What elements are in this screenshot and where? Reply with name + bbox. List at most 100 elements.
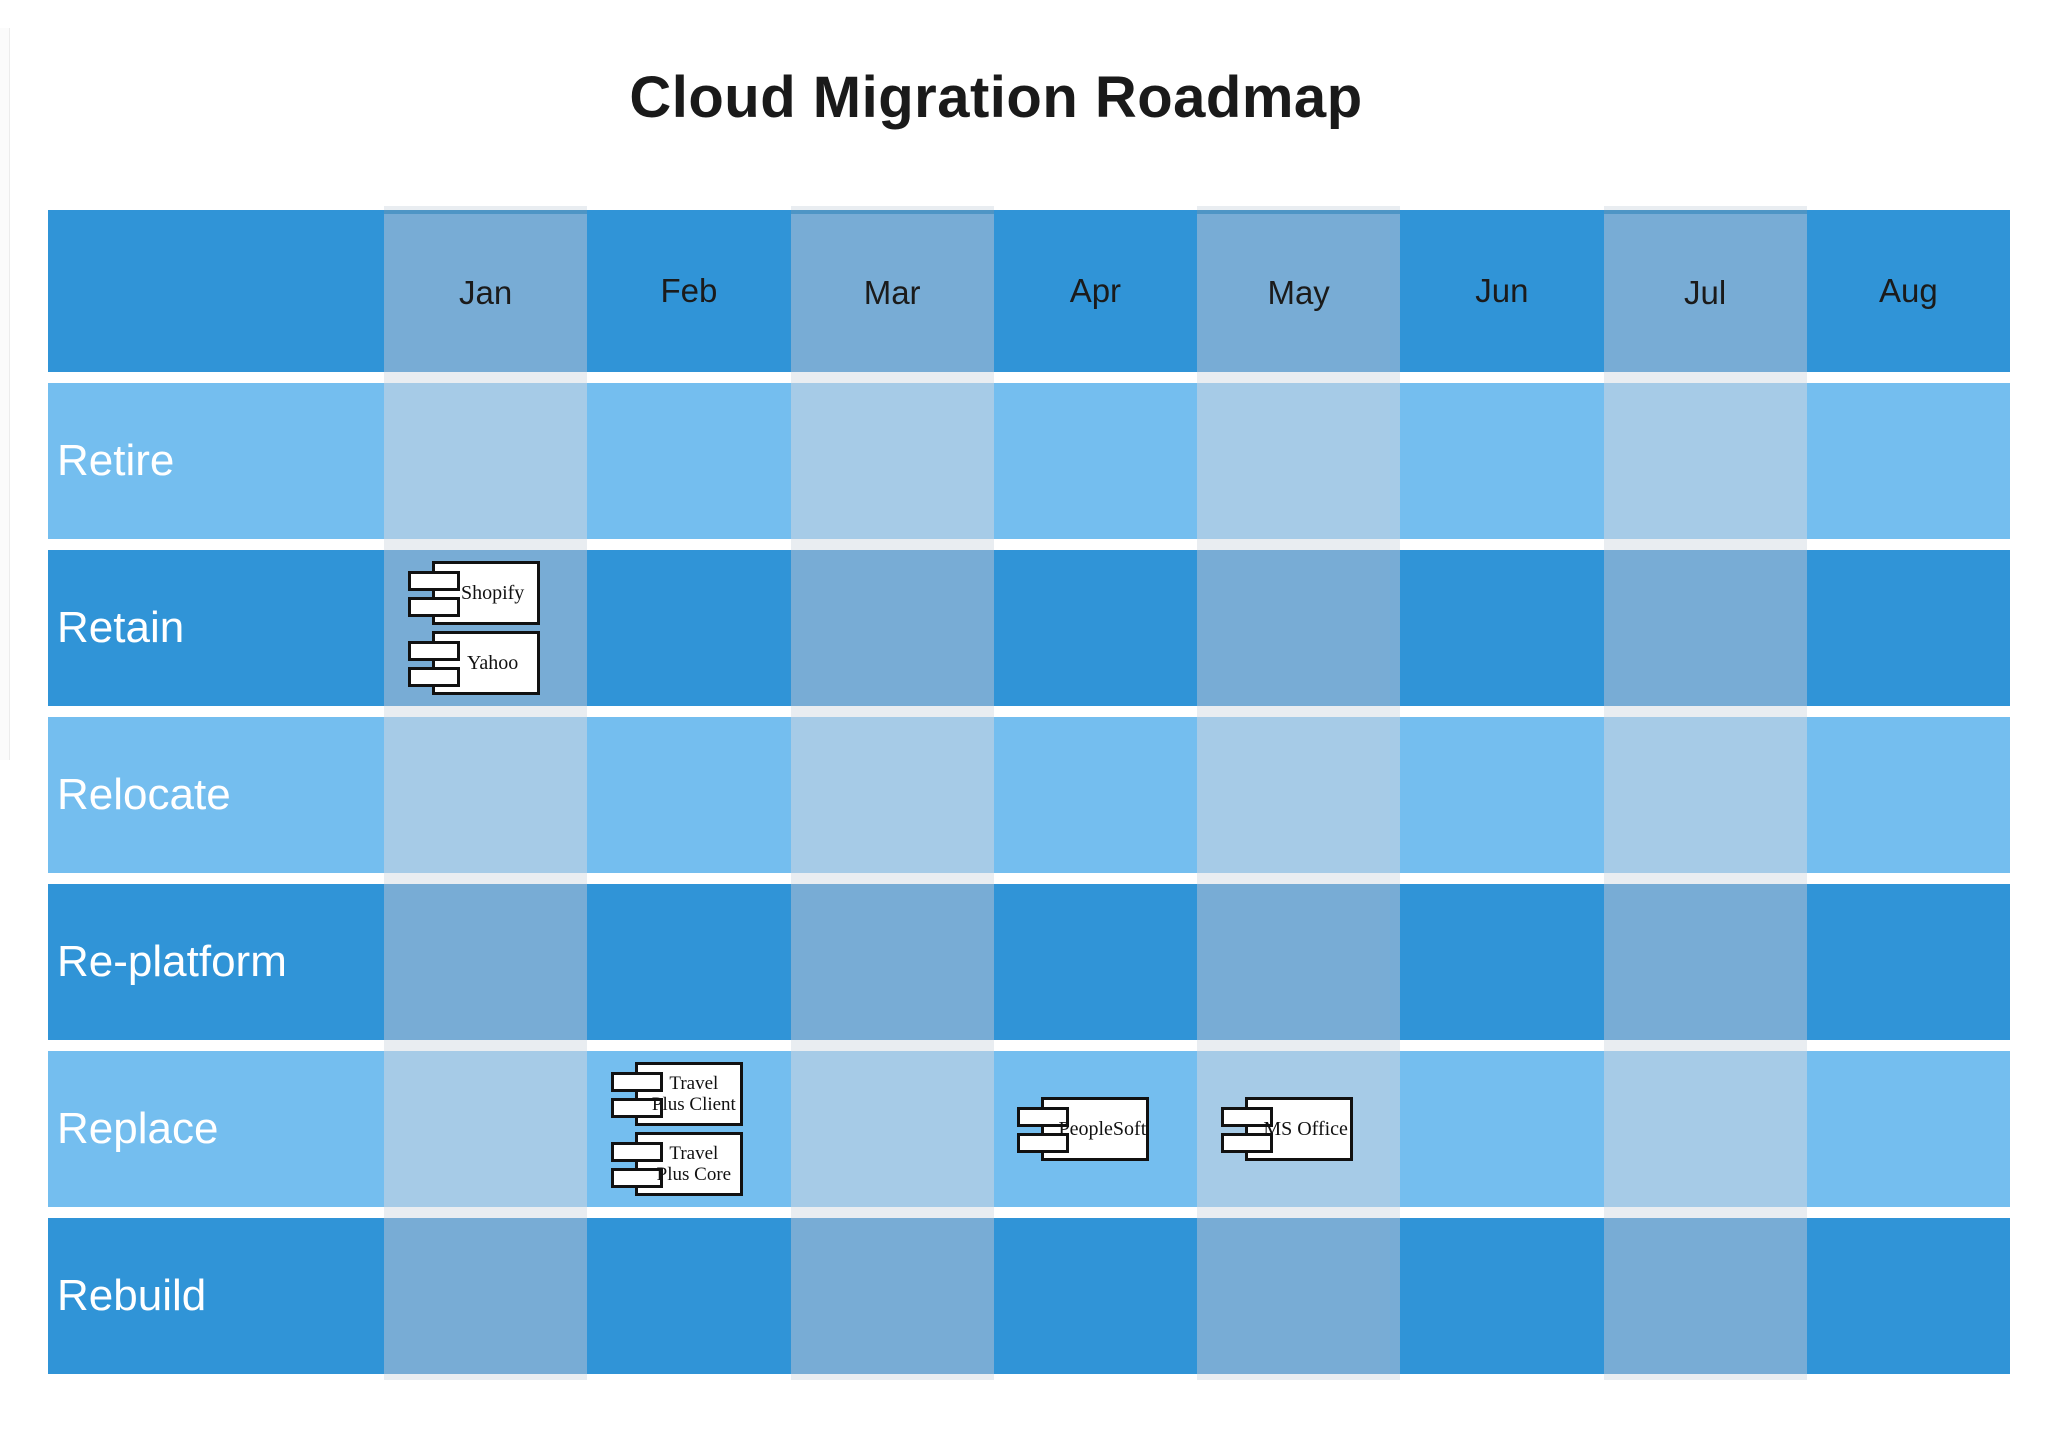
row-gap-segment-feb [587,539,791,550]
cell-replace-mar [790,1051,994,1207]
row-gap-segment [48,206,384,210]
component-shape-ms-office[interactable]: MS Office [1220,1097,1353,1161]
cell-relocate-feb [587,717,791,873]
month-header-label: Jan [459,274,513,311]
row-gap-segment-apr [993,1040,1197,1051]
row-gap-segment-jan [384,1040,588,1051]
row-label-cell-retire: Retire [48,383,384,539]
row-label: Retire [57,436,175,485]
month-header-label: Jul [1684,274,1727,311]
row-gap-segment-aug [1806,206,2010,210]
row-gap-segment-jan [384,206,588,210]
row-gap-segment-aug [1806,873,2010,884]
component-tab-icon [610,1098,663,1118]
component-tab-icon [407,597,460,617]
row-gap-segment-jun [1400,1040,1604,1051]
row-label: Replace [57,1104,219,1153]
row-gap-segment-aug [1806,1040,2010,1051]
component-tab-icon [610,1168,663,1188]
row-gap-segment-aug [1806,372,2010,383]
row-gap-segment-may [1197,706,1401,717]
component-label-line: PeopleSoft [1058,1118,1147,1140]
row-gap-segment-apr [993,206,1197,210]
month-header-label: Feb [660,272,718,309]
cell-retire-jun [1400,383,1604,539]
row-label-cell-relocate: Relocate [48,717,384,873]
row-gap-segment-jan [384,372,588,383]
column-band-top-strip [48,206,2010,210]
row-gap-segment-mar [790,1374,994,1380]
cell-rebuild-jan [384,1218,588,1374]
row-gap-segment-feb [587,873,791,884]
row-gap-segment-jul [1603,1040,1807,1051]
cell-retain-may [1197,550,1401,706]
row-gap [48,1040,2010,1051]
row-gap-segment-apr [993,372,1197,383]
component-label-line: Plus Client [651,1094,736,1115]
component-tab-icon [1017,1133,1070,1153]
row-gap-segment-jun [1400,706,1604,717]
row-gap-segment-jun [1400,372,1604,383]
row-gap-segment-jan [384,1374,588,1380]
component-tab-icon [407,641,460,661]
row-gap-segment-jun [1400,1374,1604,1380]
row-gap-segment [48,539,384,550]
row-gap-segment-jul [1603,1207,1807,1218]
row-gap-segment-aug [1806,706,2010,717]
component-label: PeopleSoft [1044,1118,1146,1140]
month-header-label: Apr [1069,272,1122,309]
row-label-cell-rebuild: Rebuild [48,1218,384,1374]
cell-replace-may: MS Office [1197,1051,1401,1207]
row-gap-segment-jul [1603,873,1807,884]
component-label-line: Plus Core [656,1164,732,1185]
row-gap [48,873,2010,884]
row-gap-segment [48,1207,384,1218]
row-gap [48,539,2010,550]
cell-relocate-mar [790,717,994,873]
cell-replace-aug [1806,1051,2010,1207]
row-gap-segment-feb [587,1040,791,1051]
cell-rebuild-apr [993,1218,1197,1374]
row-gap-segment-may [1197,206,1401,210]
component-tab-icon [407,571,460,591]
cell-retire-jul [1603,383,1807,539]
row-label: Relocate [57,770,231,819]
component-label: Yahoo [435,652,537,674]
month-header-jun: Jun [1400,210,1604,372]
row-gap-segment-may [1197,1040,1401,1051]
row-gap-segment [48,706,384,717]
component-shape-shopify[interactable]: Shopify [407,561,540,625]
component-tab-icon [610,1072,663,1092]
month-header-label: Mar [863,274,921,311]
row-label: Retain [57,603,185,652]
component-label: MS Office [1248,1118,1350,1140]
row-gap-segment-jul [1603,206,1807,210]
row-gap-segment-may [1197,873,1401,884]
row-gap-segment-jul [1603,706,1807,717]
row-label-cell-replace: Replace [48,1051,384,1207]
page-title: Cloud Migration Roadmap [629,65,1363,130]
month-header-jul: Jul [1603,210,1807,372]
component-shape-yahoo[interactable]: Yahoo [407,631,540,695]
component-shape-peoplesoft[interactable]: PeopleSoft [1017,1097,1150,1161]
row-gap [48,372,2010,383]
cell-rebuild-jun [1400,1218,1604,1374]
cell-re-platform-jul [1603,884,1807,1040]
cell-re-platform-may [1197,884,1401,1040]
cell-re-platform-apr [993,884,1197,1040]
cell-retire-mar [790,383,994,539]
component-tab-icon [610,1142,663,1162]
cell-retire-feb [587,383,791,539]
row-gap-segment-jun [1400,206,1604,210]
row-gap-segment-jul [1603,1374,1807,1380]
month-header-feb: Feb [587,210,791,372]
row-gap-segment-jan [384,706,588,717]
component-tab-icon [407,667,460,687]
